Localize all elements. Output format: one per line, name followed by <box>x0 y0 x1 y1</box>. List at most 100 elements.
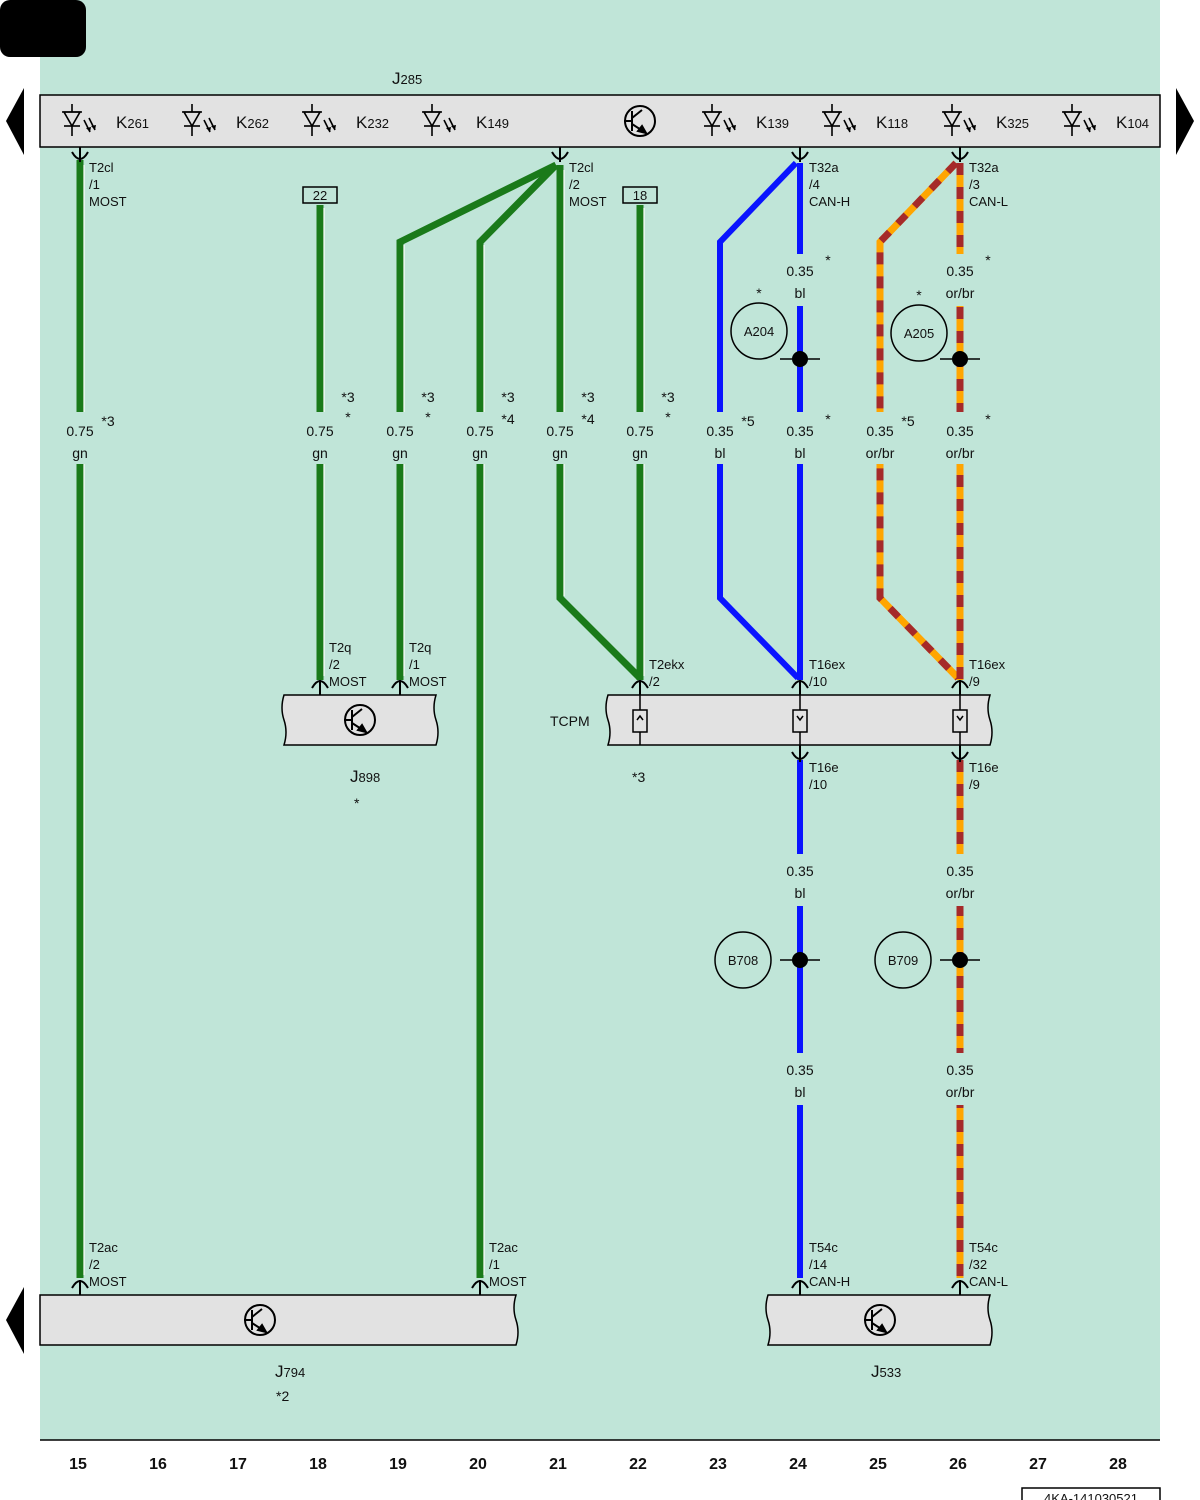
j898-label: J898 <box>350 767 380 786</box>
pin-box-22 <box>302 186 338 204</box>
connector-c20-bottom: T2ac /1 MOST <box>489 1240 527 1289</box>
wire-label-22: 0.75 gn *3 * <box>626 389 674 461</box>
wire-label-25: 0.35 or/br *5 <box>866 413 915 461</box>
wire-25 <box>876 160 961 681</box>
svg-text:gn: gn <box>552 445 568 461</box>
control-unit-j794: J794 *2 <box>39 1294 519 1404</box>
column-number: 15 <box>69 1456 87 1473</box>
svg-text:*4: *4 <box>501 411 514 427</box>
svg-text:bl: bl <box>795 285 806 301</box>
j533-transistor-icon <box>864 1304 896 1336</box>
transistor-icon <box>624 105 656 137</box>
connector-c26-tcpm: T16ex /9 <box>969 657 1009 689</box>
wire-19 <box>396 161 558 680</box>
svg-text:or/br: or/br <box>946 885 975 901</box>
svg-text:*5: *5 <box>741 413 754 429</box>
svg-text:gn: gn <box>632 445 648 461</box>
nav-right-arrow-icon[interactable] <box>1176 88 1194 155</box>
warning-lamp-label: K149 <box>476 113 509 132</box>
svg-text:18: 18 <box>633 188 647 203</box>
control-unit-j285: J285 <box>39 69 1161 148</box>
svg-text:*: * <box>916 287 922 303</box>
connector-labels: T2cl /1 MOST T2cl /2 MOST T32a /4 CAN-H … <box>89 160 1009 1289</box>
connector-c26-bottom: T54c /32 CAN-L <box>969 1240 1008 1289</box>
svg-text:gn: gn <box>312 445 328 461</box>
svg-text:0.75: 0.75 <box>466 423 493 439</box>
warning-lamp-icon <box>942 104 976 136</box>
nav-left-arrow-icon[interactable] <box>6 88 24 155</box>
svg-text:A204: A204 <box>744 324 774 339</box>
warning-lamp-icon <box>422 104 456 136</box>
column-number: 26 <box>949 1456 967 1473</box>
column-number: 17 <box>229 1456 247 1473</box>
wire-label-15: 0.75 gn *3 <box>66 413 114 461</box>
svg-text:22: 22 <box>313 188 327 203</box>
connector-symbols <box>71 147 969 1295</box>
column-number: 21 <box>549 1456 567 1473</box>
svg-text:A205: A205 <box>904 326 934 341</box>
svg-text:0.75: 0.75 <box>626 423 653 439</box>
svg-text:0.35: 0.35 <box>946 423 973 439</box>
svg-text:0.35: 0.35 <box>946 863 973 879</box>
svg-text:bl: bl <box>795 885 806 901</box>
wire-label-20: 0.75 gn *3 *4 <box>466 389 514 461</box>
column-number: 23 <box>709 1456 727 1473</box>
j533-label: J533 <box>871 1362 901 1381</box>
svg-text:*: * <box>425 409 431 425</box>
column-number: 25 <box>869 1456 887 1473</box>
wire-label-26d: 0.35 or/br <box>946 1062 975 1100</box>
wire-label-24c: 0.35 bl <box>786 863 813 901</box>
wire-label-24b: 0.35 bl * <box>786 411 831 461</box>
splice-a205: A205 * <box>890 287 980 367</box>
warning-lamp-label: K262 <box>236 113 269 132</box>
wire-label-26c: 0.35 or/br <box>946 863 975 901</box>
warning-lamp-icon <box>302 104 336 136</box>
j898-transistor-icon <box>344 704 376 736</box>
warning-lamp-label: K325 <box>996 113 1029 132</box>
svg-text:*3: *3 <box>501 389 514 405</box>
connector-c19-j898: T2q /1 MOST <box>409 640 447 689</box>
svg-text:*: * <box>825 252 831 268</box>
nav-left-arrow-bottom-icon[interactable] <box>6 1287 24 1354</box>
connector-c24-tcpm: T16ex /10 <box>809 657 849 689</box>
svg-text:or/br: or/br <box>946 285 975 301</box>
j794-note: *2 <box>276 1388 289 1404</box>
svg-text:*3: *3 <box>101 413 114 429</box>
wire-label-18: 0.75 gn *3 * <box>306 389 354 461</box>
connector-c15-top: T2cl /1 MOST <box>89 160 127 209</box>
footer-code: 4KA-141030521 <box>1044 1491 1138 1500</box>
svg-text:*: * <box>665 409 671 425</box>
warning-lamp-label: K118 <box>876 113 908 132</box>
warning-lamp-icon <box>702 104 736 136</box>
svg-text:gn: gn <box>72 445 88 461</box>
wire-label-24a: 0.35 bl * <box>786 252 831 301</box>
wire-20 <box>476 162 559 1278</box>
svg-text:*3: *3 <box>341 389 354 405</box>
column-number: 27 <box>1029 1456 1047 1473</box>
connector-c24-tcpm-out: T16e /10 <box>809 760 842 792</box>
pin-box-18 <box>622 186 658 204</box>
svg-text:0.35: 0.35 <box>946 1062 973 1078</box>
tcpm-label: TCPM <box>550 713 590 729</box>
svg-text:0.35: 0.35 <box>946 263 973 279</box>
column-number: 16 <box>149 1456 167 1473</box>
svg-text:0.75: 0.75 <box>546 423 573 439</box>
splices: A204 * A205 * B708 B709 <box>714 285 980 989</box>
svg-text:*: * <box>825 411 831 427</box>
connector-c24-bottom: T54c /14 CAN-H <box>809 1240 850 1289</box>
svg-text:0.75: 0.75 <box>306 423 333 439</box>
connector-c24-top: T32a /4 CAN-H <box>809 160 850 209</box>
svg-text:0.75: 0.75 <box>386 423 413 439</box>
warning-lamp-label: K139 <box>756 113 789 132</box>
warning-lamps: K261 K262 K232 <box>62 104 1149 136</box>
connector-c22-tcpm: T2ekx /2 <box>649 657 688 689</box>
svg-text:0.35: 0.35 <box>786 863 813 879</box>
connector-c26-tcpm-out: T16e /9 <box>969 760 1002 792</box>
connector-c18-j898: T2q /2 MOST <box>329 640 367 689</box>
column-number: 24 <box>789 1456 807 1473</box>
j898-note: * <box>354 795 360 811</box>
svg-text:0.35: 0.35 <box>866 423 893 439</box>
tcpm-module: TCPM *3 <box>550 694 993 785</box>
